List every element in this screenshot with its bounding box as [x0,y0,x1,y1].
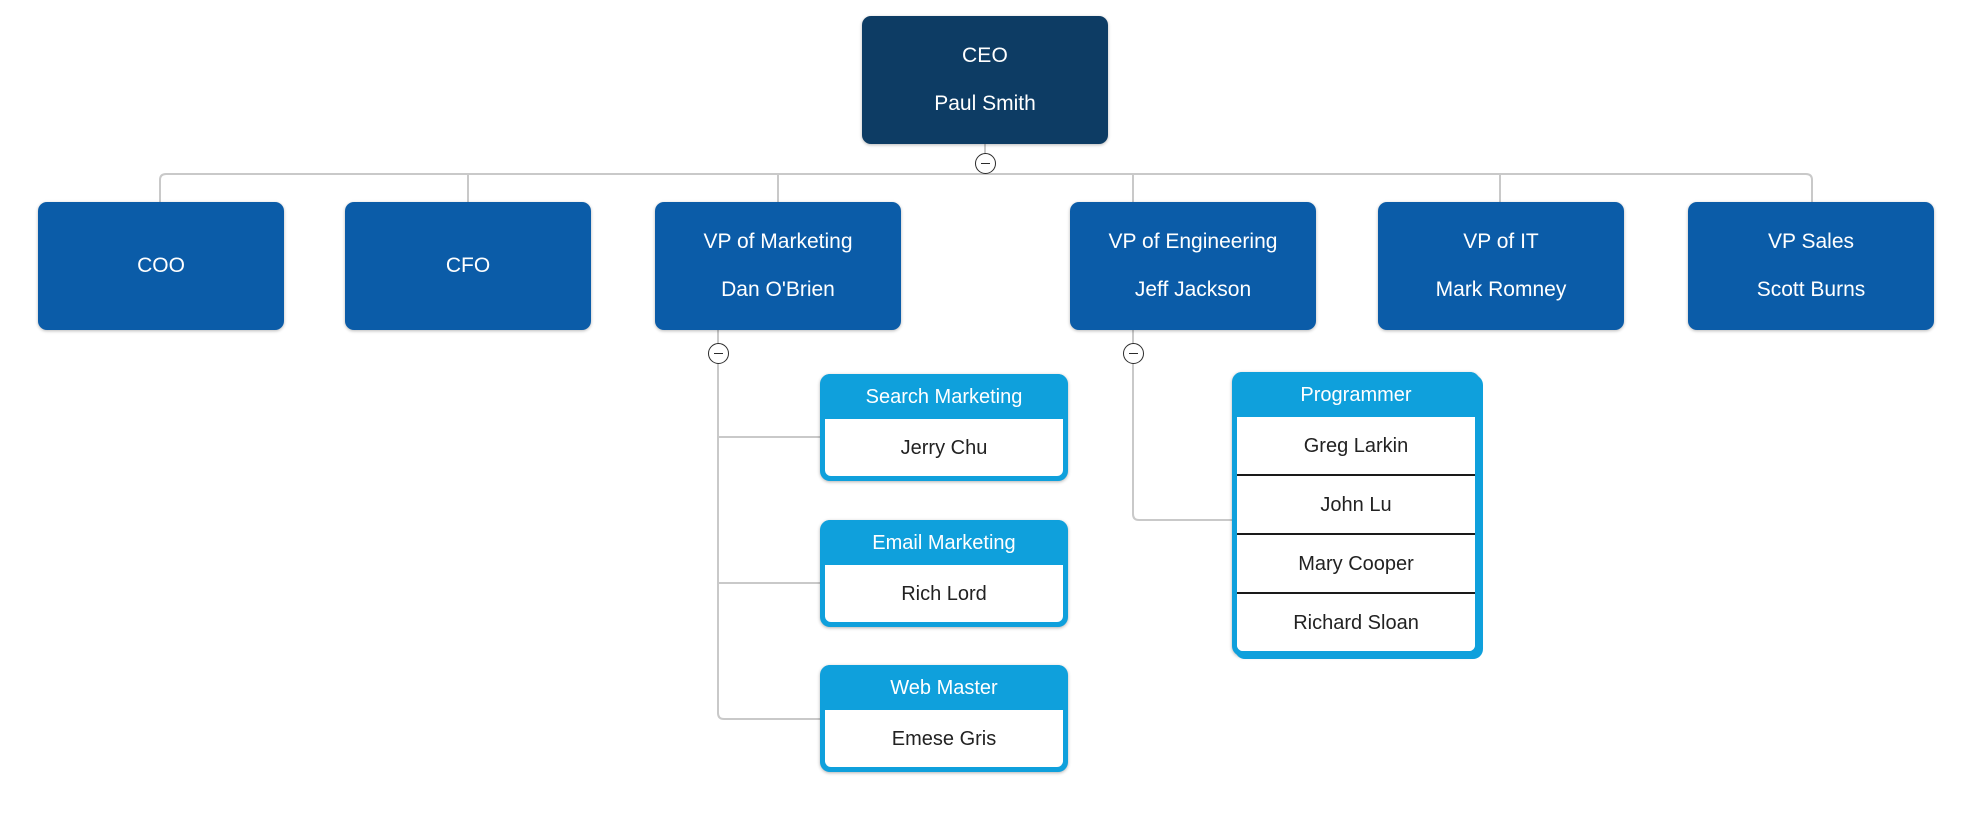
node-vp-marketing-person: Dan O'Brien [721,278,835,301]
node-vp-sales[interactable]: VP Sales Scott Burns [1688,202,1934,330]
team-member: Greg Larkin [1237,417,1475,474]
node-vp-cfo[interactable]: CFO [345,202,591,330]
team-title: Search Marketing [825,374,1063,419]
team-member-list: Jerry Chu [825,419,1063,476]
toggle-vp-marketing[interactable] [708,343,729,364]
team-title: Programmer [1237,372,1475,417]
node-vp-marketing-title: VP of Marketing [703,230,853,253]
connector-marketing-trunk [717,330,820,720]
node-vp-engineering-person: Jeff Jackson [1134,278,1252,301]
team-member: Rich Lord [825,565,1063,622]
toggle-vp-engineering[interactable] [1123,343,1144,364]
node-vp-it[interactable]: VP of IT Mark Romney [1378,202,1624,330]
node-vp-sales-person: Scott Burns [1756,278,1866,301]
team-member-list: Greg Larkin John Lu Mary Cooper Richard … [1237,417,1475,651]
node-vp-sales-title: VP Sales [1768,230,1854,253]
node-vp-it-title: VP of IT [1463,230,1539,253]
node-team-web-master[interactable]: Web Master Emese Gris [820,665,1068,772]
node-ceo[interactable]: CEO Paul Smith [862,16,1108,144]
connector-engineering-trunk [1132,330,1232,521]
team-member: Emese Gris [825,710,1063,767]
node-vp-it-person: Mark Romney [1435,278,1567,301]
team-member: Mary Cooper [1237,533,1475,592]
team-member-list: Emese Gris [825,710,1063,767]
team-title: Web Master [825,665,1063,710]
toggle-ceo[interactable] [975,153,996,174]
node-team-search-marketing[interactable]: Search Marketing Jerry Chu [820,374,1068,481]
node-ceo-person: Paul Smith [934,92,1036,115]
node-team-email-marketing[interactable]: Email Marketing Rich Lord [820,520,1068,627]
node-vp-engineering[interactable]: VP of Engineering Jeff Jackson [1070,202,1316,330]
node-ceo-title: CEO [961,44,1009,67]
team-member-list: Rich Lord [825,565,1063,622]
node-vp-coo[interactable]: COO [38,202,284,330]
node-vp-cfo-title: CFO [445,254,491,277]
node-vp-engineering-title: VP of Engineering [1108,230,1278,253]
team-member: John Lu [1237,474,1475,533]
team-title: Email Marketing [825,520,1063,565]
node-team-programmer[interactable]: Programmer Greg Larkin John Lu Mary Coop… [1232,372,1480,656]
node-vp-marketing[interactable]: VP of Marketing Dan O'Brien [655,202,901,330]
node-vp-coo-title: COO [137,254,185,277]
minus-icon [981,162,990,165]
minus-icon [1129,352,1138,355]
team-member: Richard Sloan [1237,592,1475,651]
minus-icon [714,352,723,355]
team-member: Jerry Chu [825,419,1063,476]
